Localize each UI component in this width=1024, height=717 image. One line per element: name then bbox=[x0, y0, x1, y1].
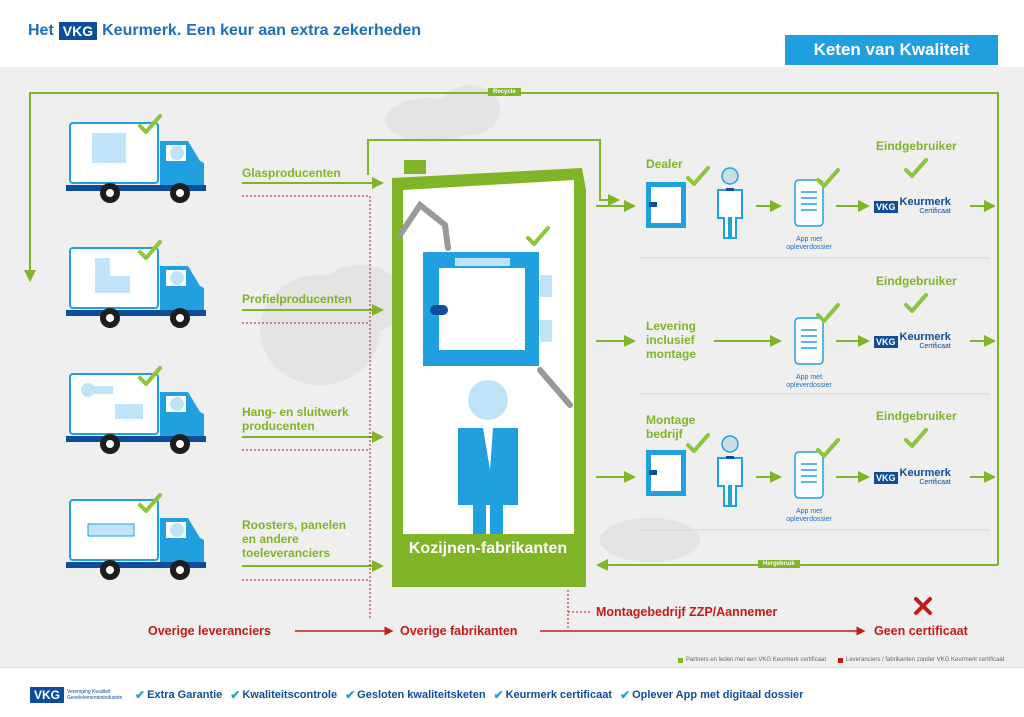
check-icon: ✔ bbox=[620, 688, 631, 702]
legend-green: Partners en leden met een VKG Keurmerk c… bbox=[678, 657, 826, 663]
montage-person bbox=[717, 435, 743, 507]
phone-3 bbox=[794, 451, 824, 499]
cert-logo: VKG bbox=[874, 336, 898, 348]
label-levering: Levering inclusief montage bbox=[646, 319, 697, 361]
truck-profiel bbox=[65, 247, 207, 329]
cert-name-text: Keurmerk bbox=[899, 196, 951, 208]
check-icon: ✔ bbox=[345, 688, 356, 702]
legend-red-swatch bbox=[838, 657, 843, 663]
truck-glas bbox=[65, 122, 207, 204]
label-montage: Montage bedrijf bbox=[646, 413, 696, 441]
supplier-arrows bbox=[242, 177, 384, 572]
factory bbox=[392, 160, 586, 587]
dealer-window bbox=[646, 182, 686, 228]
center-label: Kozijnen-fabrikanten bbox=[408, 540, 568, 557]
label-hang-sluitwerk: Hang- en sluitwerk producenten bbox=[242, 405, 349, 433]
label-roosters: Roosters, panelen en andere toeleveranci… bbox=[242, 518, 347, 560]
phone-2 bbox=[794, 317, 824, 365]
eindgebruiker-1: Eindgebruiker bbox=[876, 139, 957, 153]
footer-item-keten: ✔Gesloten kwaliteitsketen bbox=[345, 688, 486, 702]
footer-item-app: ✔Oplever App met digitaal dossier bbox=[620, 688, 804, 702]
app-label-3: App met opleverdossier bbox=[786, 508, 832, 523]
overige-fabrikanten: Overige fabrikanten bbox=[400, 624, 518, 638]
label-dealer: Dealer bbox=[646, 157, 683, 171]
check-icon: ✔ bbox=[230, 688, 241, 702]
cert-logo: VKG bbox=[874, 472, 898, 484]
label-glasproducenten: Glasproducenten bbox=[242, 166, 341, 180]
red-cross-icon bbox=[914, 597, 932, 615]
header-brand: Keurmerk. bbox=[102, 22, 182, 39]
app-label-2: App met opleverdossier bbox=[786, 374, 832, 389]
cert-sub: Certificaat bbox=[919, 208, 951, 215]
legend-red-text: Leveranciers / fabrikanten zonder VKG Ke… bbox=[846, 657, 1005, 663]
truck-hang bbox=[65, 373, 207, 455]
cert-name-text: Keurmerk bbox=[899, 331, 951, 343]
red-dotted-lines bbox=[242, 195, 592, 630]
cert-name-text: Keurmerk bbox=[899, 467, 951, 479]
dealer-person bbox=[717, 167, 743, 239]
title-box: Keten van Kwaliteit bbox=[785, 35, 998, 65]
row-dividers bbox=[640, 257, 990, 531]
cert-logo: VKG bbox=[874, 201, 898, 213]
footer-item-kwaliteitscontrole: ✔Kwaliteitscontrole bbox=[230, 688, 338, 702]
footer-logo: VKG Vereniging Kwaliteit Gevelelementeni… bbox=[30, 687, 127, 703]
montage-window bbox=[646, 450, 686, 496]
check-icon: ✔ bbox=[135, 688, 146, 702]
footer-vkg-logo: VKG bbox=[30, 687, 65, 703]
eindgebruiker-2: Eindgebruiker bbox=[876, 274, 957, 288]
footer-item-garantie: ✔Extra Garantie bbox=[135, 688, 223, 702]
truck-roosters bbox=[65, 499, 207, 581]
header-pre: Het bbox=[28, 22, 54, 39]
footer: VKG Vereniging Kwaliteit Gevelelementeni… bbox=[30, 687, 803, 703]
label-profielproducenten: Profielproducenten bbox=[242, 292, 353, 306]
eindgebruiker-3: Eindgebruiker bbox=[876, 409, 957, 423]
phone-1 bbox=[794, 179, 824, 227]
overige-leveranciers: Overige leveranciers bbox=[148, 624, 271, 638]
header-tagline: Een keur aan extra zekerheden bbox=[186, 22, 422, 39]
hergebruik-tag: Hergebruik bbox=[758, 560, 800, 568]
vkg-logo: VKG bbox=[58, 22, 98, 40]
montagebedrijf-zzp: Montagebedrijf ZZP/Aannemer bbox=[596, 605, 778, 619]
footer-org: Vereniging Kwaliteit Gevelelementenindus… bbox=[67, 689, 123, 701]
recycle-tag: Recycle bbox=[488, 88, 521, 96]
legend-green-swatch bbox=[678, 657, 683, 663]
cert-sub: Certificaat bbox=[919, 479, 951, 486]
legend-red: Leveranciers / fabrikanten zonder VKG Ke… bbox=[838, 657, 1004, 663]
output-arrows bbox=[596, 200, 996, 483]
legend-green-text: Partners en leden met een VKG Keurmerk c… bbox=[686, 657, 827, 663]
header: Het VKG Keurmerk. Een keur aan extra zek… bbox=[28, 22, 421, 40]
check-icon: ✔ bbox=[493, 688, 504, 702]
app-label-1: App met opleverdossier bbox=[786, 236, 832, 251]
cert-sub: Certificaat bbox=[919, 343, 951, 350]
footer-item-certificaat: ✔Keurmerk certificaat bbox=[493, 688, 612, 702]
geen-certificaat: Geen certificaat bbox=[874, 624, 968, 638]
background-clouds bbox=[260, 85, 700, 562]
